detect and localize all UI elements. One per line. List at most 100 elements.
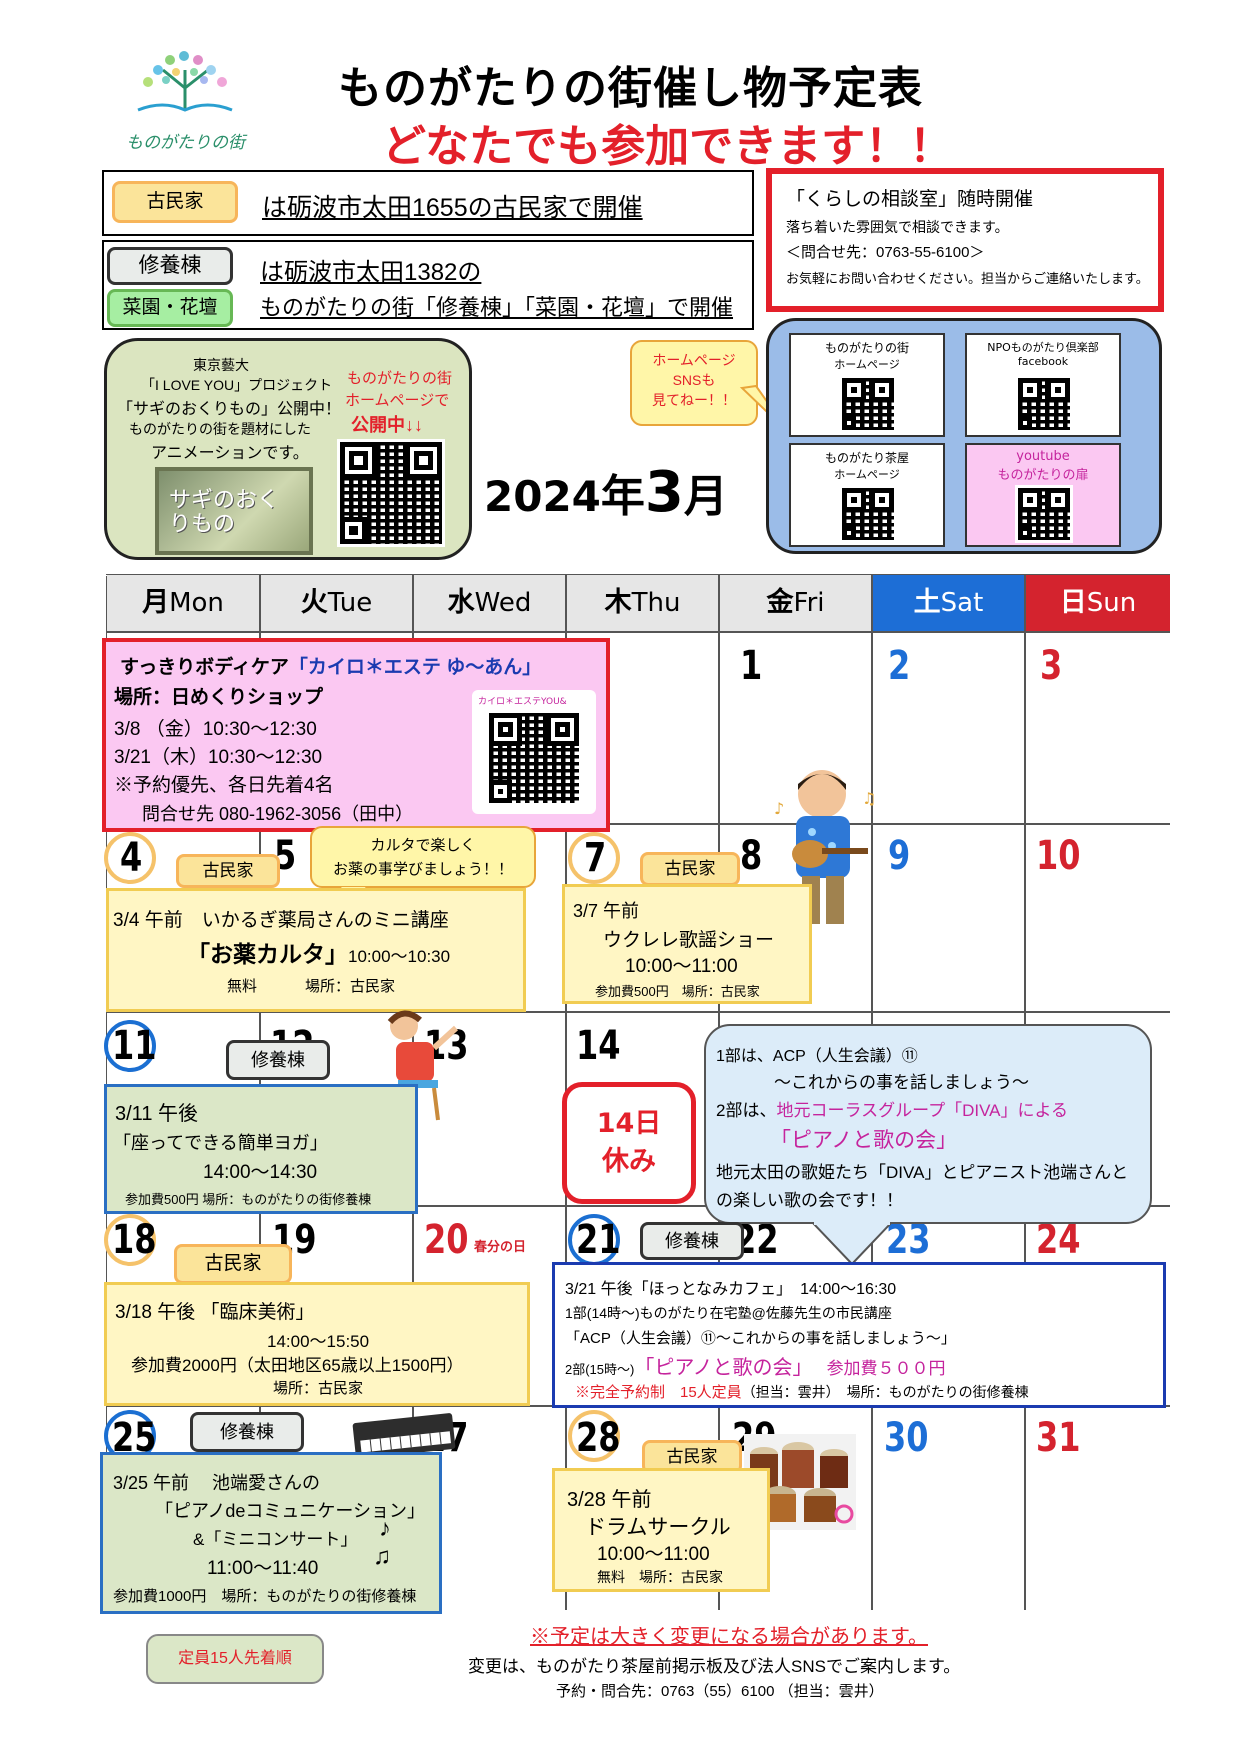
venue-kominka-box: 古民家 は砺波市太田1655の古民家で開催 xyxy=(102,170,754,236)
day-20: 20 xyxy=(424,1217,469,1263)
event-0318: 3/18 午後 「臨床美術」 14:00～15:50 参加費2000円（太田地区… xyxy=(104,1282,530,1406)
kairo-date-2: 3/21（木）10:30～12:30 xyxy=(114,747,323,768)
day-18: 18 xyxy=(112,1217,157,1263)
event-0328: 3/28 午前 ドラムサークル 10:00～11:00 無料 場所：古民家 xyxy=(552,1468,770,1592)
shuyo-text-2: ものがたりの街「修養棟」「菜園・花壇」で開催 xyxy=(260,295,734,320)
project-line-3: 「サギのおくりもの」公開中！ xyxy=(117,401,342,418)
anime-thumbnail[interactable]: サギのおくりもの xyxy=(155,467,313,555)
diva-bubble-tail xyxy=(810,1222,894,1266)
logo-tree-icon xyxy=(137,51,233,112)
sns-bubble: ホームページ SNSも 見てねー！！ xyxy=(630,340,758,426)
diva-line-5: 地元太田の歌姫たち「DIVA」とピアニスト池端さんと xyxy=(716,1163,1129,1182)
day-1: 1 xyxy=(740,643,763,689)
ev0307-line-4: 参加費500円 場所：古民家 xyxy=(595,984,760,999)
diva-line-3: 2部は、地元コーラスグループ「DIVA」による xyxy=(716,1101,1069,1120)
event-0325: 3/25 午前 池端愛さんの 「ピアノdeコミュニケーション」 &「ミニコンサー… xyxy=(100,1452,442,1614)
svg-text:♫: ♫ xyxy=(862,789,876,808)
day-2: 2 xyxy=(888,643,911,689)
shuyo-tag: 修養棟 xyxy=(107,247,233,285)
link-card-homepage-line-2: ホームページ xyxy=(834,358,900,371)
facebook-qr-code[interactable] xyxy=(1015,375,1073,433)
saien-tag: 菜園・花壇 xyxy=(107,289,233,327)
day-7: 7 xyxy=(584,835,607,881)
weekday-wed: 水Wed xyxy=(414,575,565,631)
link-card-facebook-line-1: NPOものがたり倶楽部 xyxy=(987,341,1099,354)
footer-contact: 予約・問合先：0763（55）6100 （担当：雲井） xyxy=(556,1683,884,1700)
kominka-text: は砺波市太田1655の古民家で開催 xyxy=(262,194,643,222)
weekday-thu: 木Thu xyxy=(567,575,718,631)
project-box: 東京藝大 「I LOVE YOU」プロジェクト 「サギのおくりもの」公開中！ も… xyxy=(104,338,472,560)
day-7-circle xyxy=(568,832,620,884)
ev0304-title-line: 「お薬カルタ」10:00～10:30 xyxy=(187,941,451,967)
kairo-note: ※予約優先、各日先着4名 xyxy=(114,775,334,796)
venue-shuyo-box: 修養棟 菜園・花壇 は砺波市太田1382の ものがたりの街「修養棟」「菜園・花壇… xyxy=(102,240,754,330)
ev0311-line-3: 14:00～14:30 xyxy=(203,1162,318,1183)
page-title: ものがたりの街催し物予定表 xyxy=(338,63,923,114)
link-card-homepage[interactable]: ものがたりの街 ホームページ xyxy=(789,333,945,437)
link-card-youtube[interactable]: youtube ものがたりの扉 xyxy=(965,443,1121,547)
link-card-chaya[interactable]: ものがたり茶屋 ホームページ xyxy=(789,443,945,547)
chaya-qr-code[interactable] xyxy=(839,485,897,543)
diva-line-6: の楽しい歌の会です！！ xyxy=(716,1191,903,1210)
consult-line-3: お気軽にお問い合わせください。担当からご連絡いたします。 xyxy=(786,271,1149,286)
day-11: 11 xyxy=(112,1023,157,1069)
youtube-qr-code[interactable] xyxy=(1015,485,1073,543)
link-card-youtube-line-1: youtube xyxy=(1016,449,1070,464)
logo-text: ものがたりの街 xyxy=(126,133,245,153)
karuta-bubble: カルタで楽しく お薬の事学びましょう！！ xyxy=(310,826,536,888)
ev0304-tag: 古民家 xyxy=(176,854,280,888)
shuyo-text-1: は砺波市太田1382の xyxy=(260,259,482,286)
svg-text:♪: ♪ xyxy=(774,799,784,818)
ev0325-line-1: 3/25 午前 池端愛さんの xyxy=(113,1473,321,1493)
ev0318-tag: 古民家 xyxy=(174,1244,292,1284)
ev0307-line-2: ウクレレ歌謡ショー xyxy=(603,930,775,951)
day-28: 28 xyxy=(576,1415,621,1461)
consult-line-1: 落ち着いた雰囲気で相談できます。 xyxy=(786,219,1009,235)
kairo-place: 場所：日めくりショップ xyxy=(114,687,324,708)
day-18-circle xyxy=(104,1214,156,1266)
project-qr-code[interactable] xyxy=(337,439,445,547)
kairo-qr-code[interactable] xyxy=(486,710,582,806)
ev0304-place: 場所：古民家 xyxy=(305,978,396,995)
ev0321-line-2: 1部(14時～)ものがたり在宅塾@佐藤先生の市民講座 xyxy=(565,1305,892,1321)
diva-line-1: 1部は、ACP（人生会議）⑪ xyxy=(716,1048,918,1065)
closed-14-line-2: 休み xyxy=(602,1146,656,1177)
music-notes-icon: ♫ xyxy=(373,1543,391,1570)
day-28-circle xyxy=(568,1410,620,1462)
ev0325-line-2: 「ピアノdeコミュニケーション」 xyxy=(155,1501,426,1521)
link-card-facebook-line-2: facebook xyxy=(1017,355,1069,368)
day-14: 14 xyxy=(576,1023,621,1069)
weekday-fri: 金Fri xyxy=(720,575,871,631)
consult-phone: ＜問合せ先：0763-55-6100＞ xyxy=(786,244,985,261)
weekday-mon: 月Mon xyxy=(107,575,259,631)
project-red-1: ものがたりの街 xyxy=(347,370,453,387)
day-31: 31 xyxy=(1036,1415,1081,1461)
day-4: 4 xyxy=(120,835,143,881)
ev0307-tag: 古民家 xyxy=(640,852,740,886)
diva-line-2: ～これからの事を話しましょう～ xyxy=(774,1073,1029,1092)
kairo-esthe-box: すっきりボディケア「カイロ＊エステ ゆ～あん」 場所：日めくりショップ 3/8 … xyxy=(102,638,610,832)
weekday-header: 月Mon 火Tue 水Wed 木Thu 金Fri 土Sat 日Sun xyxy=(106,574,1170,632)
day-23: 23 xyxy=(886,1217,931,1263)
ev0328-line-1: 3/28 午前 xyxy=(567,1489,652,1511)
project-line-4: ものがたりの街を題材にした xyxy=(129,421,311,437)
link-card-facebook[interactable]: NPOものがたり倶楽部 facebook xyxy=(965,333,1121,437)
ev0328-line-4: 無料 場所：古民家 xyxy=(597,1569,723,1585)
homepage-qr-code[interactable] xyxy=(839,375,897,433)
kairo-qr-card[interactable]: カイロ＊エステYOU& xyxy=(472,690,596,814)
footer-notice: 変更は、ものがたり茶屋前掲示板及び法人SNSでご案内します。 xyxy=(468,1657,961,1676)
weekday-sun: 日Sun xyxy=(1026,575,1170,631)
logo: ものがたりの街 xyxy=(118,48,253,153)
kominka-tag: 古民家 xyxy=(112,181,238,223)
day-30: 30 xyxy=(884,1415,929,1461)
ev0325-line-4: 11:00～11:40 xyxy=(207,1558,319,1579)
ev0325-line-5: 参加費1000円 場所：ものがたりの街修養棟 xyxy=(113,1588,417,1605)
sns-bubble-line-3: 見てねー！！ xyxy=(652,392,736,408)
closed-14-badge: 14日 休み xyxy=(562,1082,696,1204)
ev0328-line-3: 10:00～11:00 xyxy=(597,1544,710,1565)
day-8: 8 xyxy=(740,833,763,879)
month-heading: 2024年3月 xyxy=(484,460,728,525)
karuta-bubble-line-1: カルタで楽しく xyxy=(370,837,476,854)
ev0321-line-1: 3/21 午後「ほっとなみカフェ」 14:00～16:30 xyxy=(565,1281,897,1298)
link-card-chaya-line-1: ものがたり茶屋 xyxy=(824,451,909,465)
